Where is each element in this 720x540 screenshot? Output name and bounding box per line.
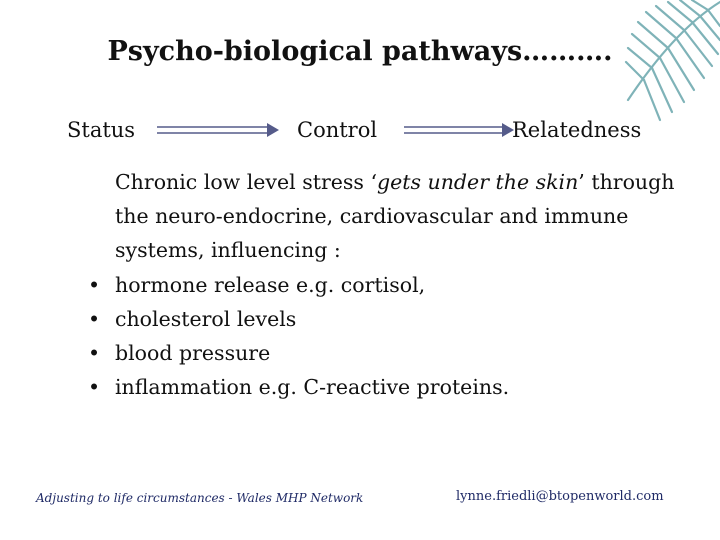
intro-text-end: ’ through the neuro-endocrine, cardiovas…: [115, 170, 675, 263]
bullet-text: inflammation e.g. C-reactive proteins.: [115, 375, 510, 400]
bullet-icon: •: [88, 341, 101, 366]
slide-title: Psycho-biological pathways……….: [107, 36, 613, 67]
flow-step-relatedness: Relatedness: [512, 118, 642, 142]
flow-step-control: Control: [297, 118, 378, 142]
bullet-text: blood pressure: [115, 341, 271, 366]
footer-email[interactable]: lynne.friedli@btopenworld.com: [456, 489, 664, 504]
status-control-relatedness-flow: Status Control Relatedness: [0, 114, 720, 146]
footer-network-label: Adjusting to life circumstances - Wales …: [36, 491, 364, 505]
list-item: • cholesterol levels: [78, 302, 678, 336]
list-item: • blood pressure: [78, 336, 678, 370]
bullet-icon: •: [88, 272, 101, 297]
bullet-text: cholesterol levels: [115, 306, 297, 331]
list-item: • hormone release e.g. cortisol,: [78, 268, 678, 302]
list-item: • inflammation e.g. C-reactive proteins.: [78, 370, 678, 404]
double-arrow-icon: [157, 123, 279, 137]
bullet-list: • hormone release e.g. cortisol, • cholest…: [78, 268, 678, 405]
intro-text-start: Chronic low level stress ‘: [115, 170, 377, 194]
double-arrow-icon: [404, 123, 514, 137]
slide-body: Chronic low level stress ‘gets under the…: [78, 165, 678, 404]
intro-paragraph: Chronic low level stress ‘gets under the…: [78, 165, 678, 268]
bullet-icon: •: [88, 306, 101, 331]
bullet-icon: •: [88, 375, 101, 400]
flow-step-status: Status: [67, 118, 136, 142]
bullet-text: hormone release e.g. cortisol,: [115, 272, 426, 297]
palm-leaf-decoration: [624, 0, 720, 122]
intro-text-italic: gets under the skin: [377, 170, 579, 194]
